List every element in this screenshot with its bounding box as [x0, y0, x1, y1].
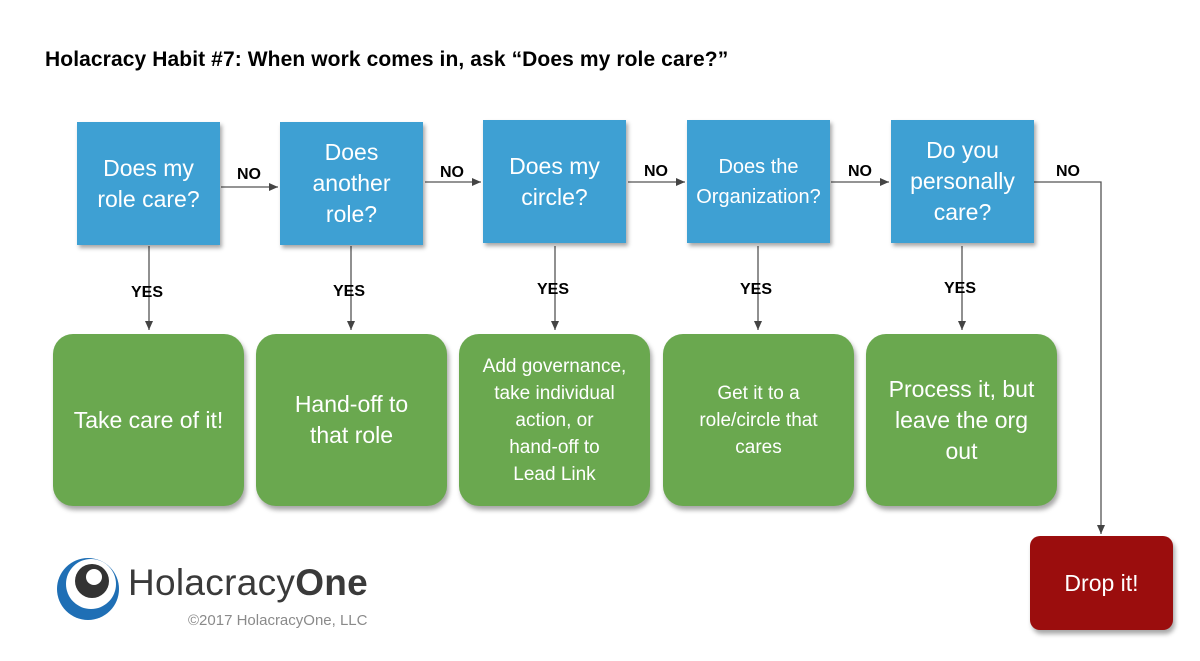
question-box-organization: Does the Organization?: [687, 120, 830, 243]
drop-it-box: Drop it!: [1030, 536, 1173, 630]
action-box-route: Get it to a role/circle that cares: [663, 334, 854, 506]
yes-label-3: YES: [537, 281, 570, 298]
yes-label-2: YES: [333, 283, 366, 300]
no-label-5: NO: [1056, 163, 1080, 180]
brand-name: HolacracyOne: [128, 562, 369, 603]
yes-label-1: YES: [131, 284, 164, 301]
no-label-3: NO: [644, 163, 668, 180]
no-label-2: NO: [440, 164, 464, 181]
no-arrow-5: [1034, 181, 1105, 534]
yes-label-5: YES: [944, 280, 977, 297]
no-label-4: NO: [848, 163, 872, 180]
question-box-role: Does my role care?: [77, 122, 220, 245]
copyright-text: ©2017 HolacracyOne, LLC: [188, 612, 368, 629]
no-label-1: NO: [237, 166, 261, 183]
question-box-personal: Do you personally care?: [891, 120, 1034, 243]
page-title: Holacracy Habit #7: When work comes in, …: [45, 48, 729, 71]
action-box-governance: Add governance, take individual action, …: [459, 334, 650, 506]
action-box-hand-off: Hand-off to that role: [256, 334, 447, 506]
action-box-take-care: Take care of it!: [53, 334, 244, 506]
holacracyone-logo-icon: [57, 558, 119, 620]
action-box-process: Process it, but leave the org out: [866, 334, 1057, 506]
question-box-another-role: Does another role?: [280, 122, 423, 245]
question-box-circle: Does my circle?: [483, 120, 626, 243]
yes-label-4: YES: [740, 281, 773, 298]
